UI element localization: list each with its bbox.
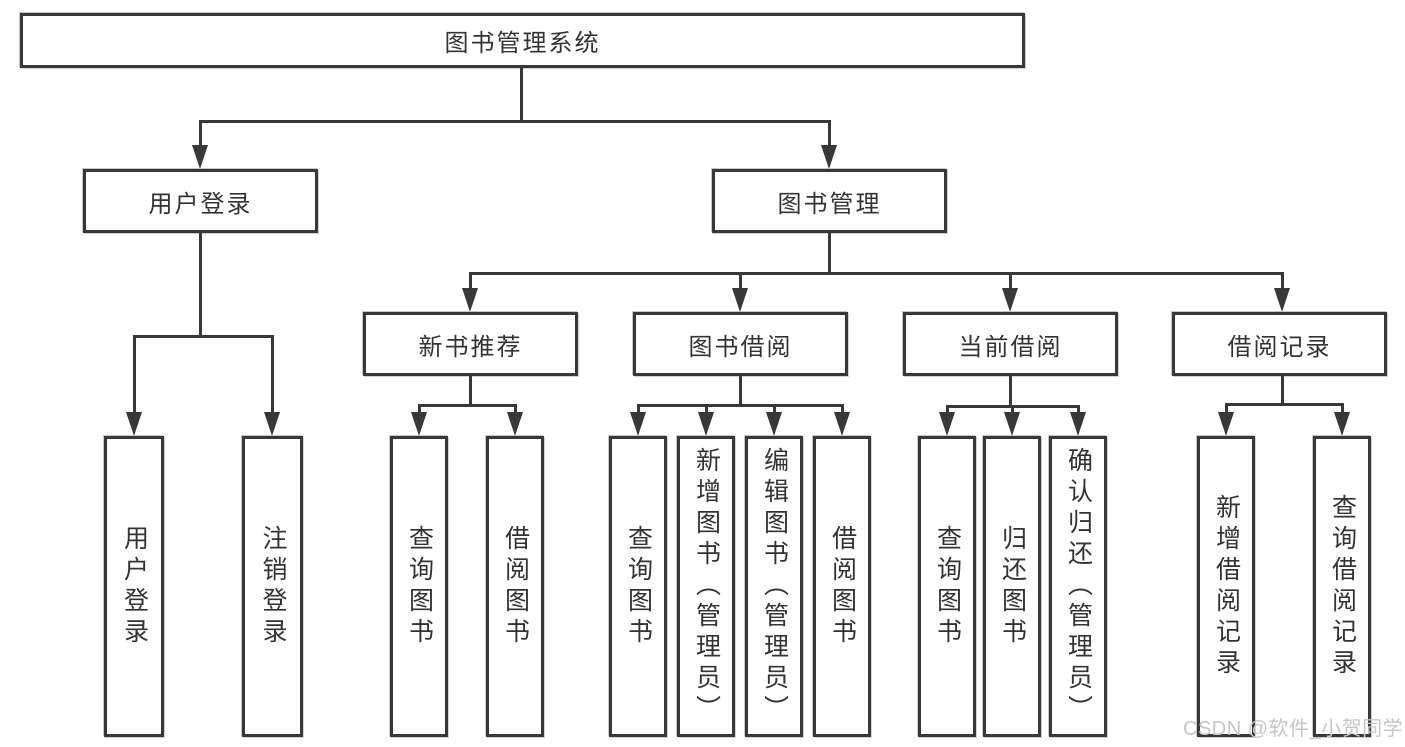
arrow-down-icon: [264, 412, 280, 436]
connector-line: [1281, 272, 1284, 292]
node-library-management-system: 图书管理系统: [20, 13, 1025, 68]
node-label: 注销登录: [259, 524, 287, 649]
arrow-down-icon: [732, 288, 748, 312]
arrow-down-icon: [411, 412, 427, 436]
connector-line: [637, 404, 843, 407]
node-leaf-query-books-current: 查询图书: [918, 436, 976, 737]
connector-line: [469, 272, 472, 292]
connector-line: [946, 405, 949, 417]
arrow-down-icon: [766, 412, 782, 436]
node-label: 借阅记录: [1227, 333, 1332, 361]
connector-line: [739, 272, 742, 292]
node-book-management: 图书管理: [712, 169, 947, 233]
node-leaf-confirm-return-admin: 确认归还（管理员）: [1049, 436, 1107, 737]
connector-line: [271, 335, 274, 417]
connector-line: [1009, 376, 1012, 408]
node-leaf-borrow-books-recommend: 借阅图书: [486, 436, 544, 737]
connector-line: [1009, 272, 1012, 292]
arrow-down-icon: [630, 412, 646, 436]
node-label: 图书管理: [777, 190, 882, 218]
node-label: 新书推荐: [418, 333, 523, 361]
arrow-down-icon: [1274, 288, 1290, 312]
connector-line: [199, 120, 831, 123]
connector-line: [1077, 405, 1080, 417]
connector-line: [520, 68, 523, 122]
node-label: 查询借阅记录: [1328, 493, 1357, 680]
node-user-login: 用户登录: [83, 169, 318, 233]
connector-line: [841, 404, 844, 417]
connector-line: [828, 233, 831, 275]
connector-line: [1225, 403, 1228, 417]
csdn-watermark: CSDN @软件_小贺同学: [1183, 718, 1404, 740]
node-label: 新增借阅记录: [1212, 493, 1241, 680]
connector-line: [199, 120, 202, 150]
connector-line: [705, 404, 708, 417]
connector-line: [739, 376, 742, 407]
connector-line: [1341, 403, 1344, 417]
node-book-borrowing: 图书借阅: [633, 312, 848, 376]
node-current-borrowing: 当前借阅: [903, 312, 1118, 376]
node-leaf-edit-books-admin: 编辑图书（管理员）: [745, 436, 803, 737]
connector-line: [133, 335, 273, 338]
node-leaf-user-login: 用户登录: [104, 436, 164, 737]
arrow-down-icon: [1218, 412, 1234, 436]
node-leaf-add-books-admin: 新增图书（管理员）: [677, 436, 735, 737]
node-label: 图书管理系统: [444, 30, 601, 57]
arrow-down-icon: [192, 145, 208, 169]
node-label: 查询图书: [624, 524, 653, 649]
node-label: 编辑图书（管理员）: [760, 447, 789, 726]
connector-line: [1011, 405, 1014, 417]
node-label: 借阅图书: [828, 524, 857, 649]
node-label: 当前借阅: [958, 333, 1063, 361]
connector-line: [1281, 376, 1284, 406]
connector-line: [418, 404, 516, 407]
node-leaf-query-books-borrowing: 查询图书: [609, 436, 667, 737]
arrow-down-icon: [126, 412, 142, 436]
node-label: 用户登录: [120, 524, 149, 649]
node-leaf-query-borrow-record: 查询借阅记录: [1313, 436, 1371, 737]
node-leaf-borrow-books-borrowing: 借阅图书: [813, 436, 871, 737]
node-new-book-recommendation: 新书推荐: [363, 312, 578, 376]
connector-line: [514, 404, 517, 417]
connector-line: [418, 404, 421, 417]
node-label: 借阅图书: [501, 524, 530, 649]
node-label: 新增图书（管理员）: [692, 447, 721, 726]
node-label: 查询图书: [405, 524, 434, 649]
node-label: 归还图书: [998, 524, 1027, 649]
connector-line: [828, 120, 831, 150]
connector-line: [637, 404, 640, 417]
arrow-down-icon: [834, 412, 850, 436]
arrow-down-icon: [1004, 412, 1020, 436]
arrow-down-icon: [1070, 412, 1086, 436]
node-leaf-query-books-recommend: 查询图书: [390, 436, 448, 737]
node-label: 用户登录: [148, 190, 253, 218]
connector-line: [469, 272, 1283, 275]
connector-line: [1225, 403, 1343, 406]
node-leaf-logout-login: 注销登录: [242, 436, 303, 737]
node-label: 查询图书: [933, 524, 962, 649]
node-label: 确认归还（管理员）: [1064, 447, 1093, 726]
arrow-down-icon: [698, 412, 714, 436]
connector-line: [133, 335, 136, 417]
arrow-down-icon: [1002, 288, 1018, 312]
node-leaf-return-books: 归还图书: [983, 436, 1041, 737]
node-label: 图书借阅: [688, 333, 793, 361]
arrow-down-icon: [507, 412, 523, 436]
node-borrowing-records: 借阅记录: [1172, 312, 1387, 376]
arrow-down-icon: [821, 145, 837, 169]
connector-line: [469, 376, 472, 407]
arrow-down-icon: [1334, 412, 1350, 436]
connector-line: [199, 233, 202, 338]
connector-line: [773, 404, 776, 417]
arrow-down-icon: [462, 288, 478, 312]
arrow-down-icon: [939, 412, 955, 436]
node-leaf-add-borrow-record: 新增借阅记录: [1197, 436, 1255, 737]
